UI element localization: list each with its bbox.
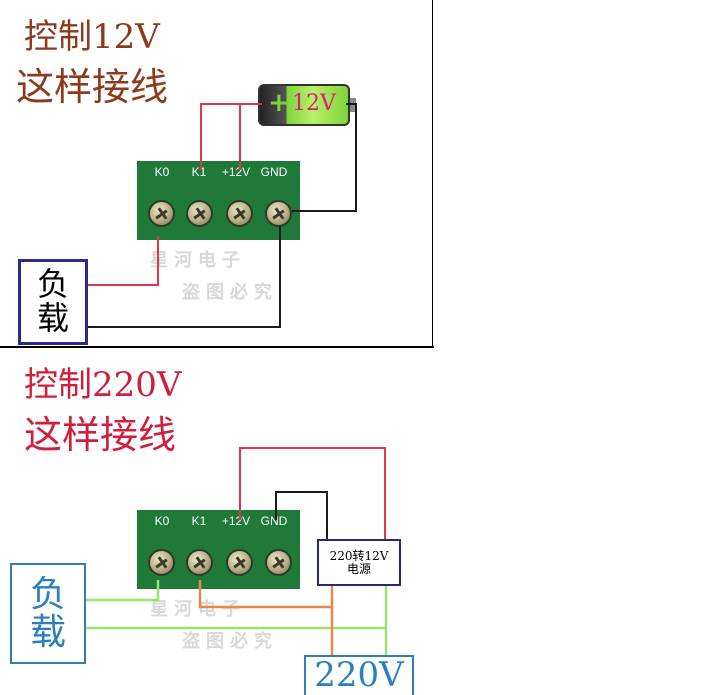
bottom-screw-terminal-icon (148, 549, 175, 576)
top-terminal-labels: K0 K1 +12V GND (142, 165, 292, 179)
top-terminal-label-gnd: GND (260, 165, 288, 179)
bottom-terminal-labels: K0 K1 +12V GND (142, 514, 292, 528)
vertical-divider (432, 0, 433, 347)
bottom-green-wire-k0-load (86, 580, 160, 602)
top-screw-terminal-icon (186, 200, 213, 227)
bottom-load-char1: 负 (29, 573, 66, 615)
top-red-wire-k0-load (88, 236, 159, 286)
bottom-terminal-label-k1: K1 (191, 514, 207, 528)
top-screw-terminal-icon (148, 200, 175, 227)
top-red-wire-k1 (200, 103, 262, 170)
bottom-red-wire-12v-psu (239, 447, 386, 539)
top-terminal-label-12v: +12V (221, 165, 251, 179)
battery-plus-symbol: + (268, 88, 290, 118)
bottom-terminal-label-gnd: GND (260, 514, 288, 528)
top-watermark-line1: 星河电子 (150, 250, 246, 271)
top-title-line2: 这样接线 (16, 65, 169, 109)
horizontal-divider (0, 346, 434, 348)
top-load-char1: 负 (36, 265, 69, 304)
top-terminal-label-k1: K1 (191, 165, 207, 179)
top-screw-terminal-icon (226, 200, 253, 227)
top-watermark-line2: 盗图必究 (182, 282, 278, 303)
top-screw-terminal-icon (265, 200, 292, 227)
bottom-screw-terminal-icon (186, 549, 213, 576)
bottom-load-char2: 载 (29, 611, 66, 653)
battery-voltage-label: 12V (292, 91, 336, 116)
top-black-wire-battery-gnd (292, 103, 357, 212)
top-title-line1: 控制12V (24, 17, 160, 57)
bottom-title-line1: 控制220V (24, 365, 182, 405)
bottom-watermark-line1: 星河电子 (150, 599, 246, 620)
bottom-orange-wire-k1-mains (198, 580, 334, 609)
psu-box: 220转12V 电源 (317, 539, 401, 586)
bottom-terminal-label-k0: K0 (154, 514, 170, 528)
bottom-terminal-label-12v: +12V (221, 514, 251, 528)
psu-label-line2: 电源 (346, 561, 371, 576)
bottom-screw-terminal-icon (226, 549, 253, 576)
bottom-black-wire-gnd-psu (275, 491, 328, 539)
mains-220v-box: 220V (304, 655, 414, 695)
top-load-char2: 载 (36, 299, 69, 337)
top-terminal-label-k0: K0 (154, 165, 170, 179)
top-load-box: 负 载 (18, 259, 88, 345)
bottom-screw-terminal-icon (265, 549, 292, 576)
bottom-load-box: 负 载 (10, 563, 86, 664)
mains-220v-label: 220V (314, 655, 404, 695)
top-black-wire-gnd-load (88, 226, 281, 328)
bottom-title-line2: 这样接线 (24, 413, 177, 457)
bottom-watermark-line2: 盗图必究 (182, 631, 278, 652)
psu-label-line1: 220转12V (329, 548, 389, 563)
